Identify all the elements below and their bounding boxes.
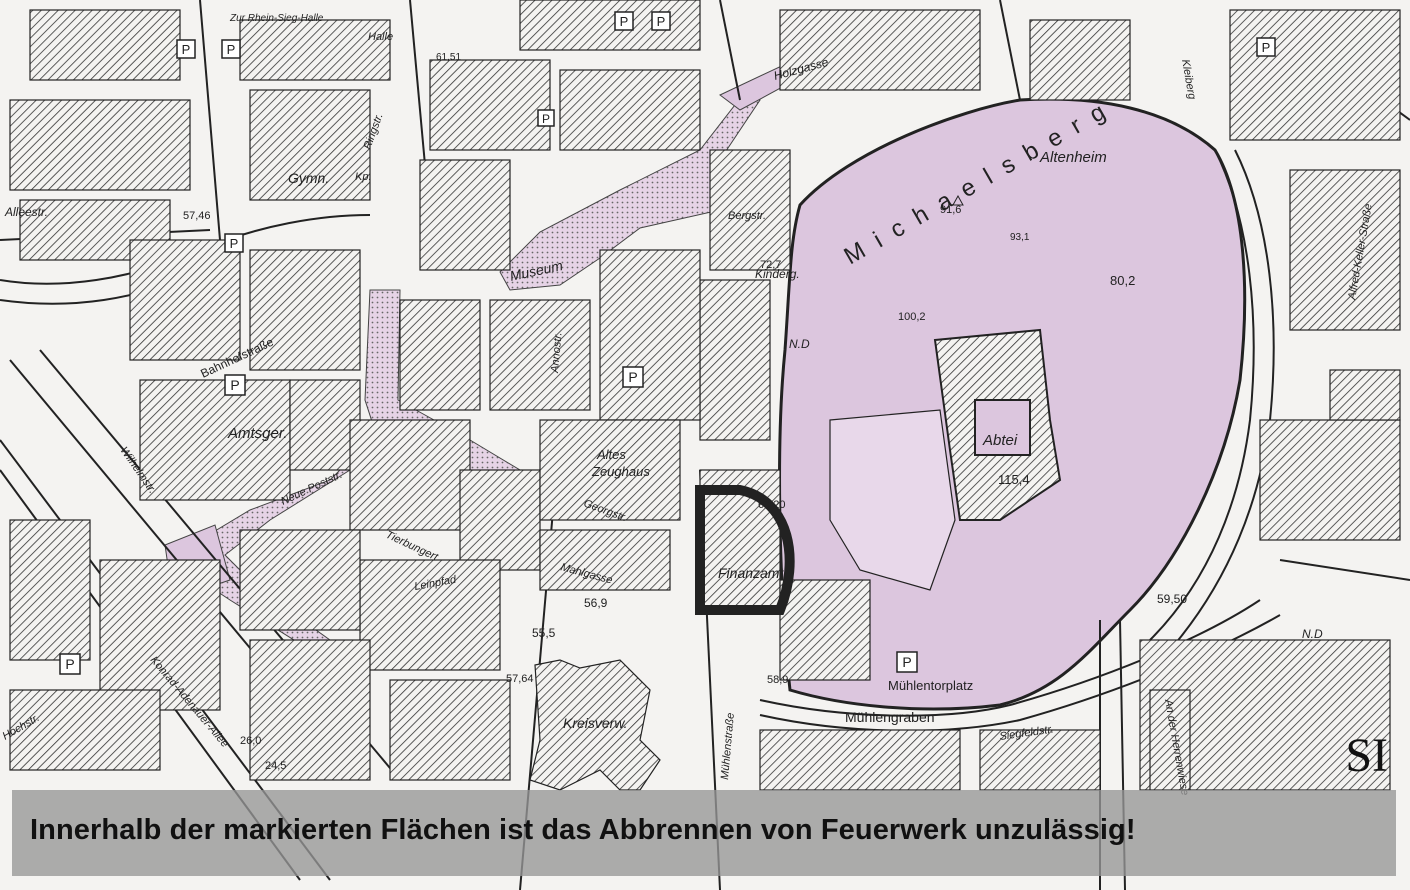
parking-symbols: P P P P P P P P P P P [59, 11, 1276, 675]
elevation-label: 61,51 [436, 52, 461, 63]
label-annostr: Annostr. [549, 332, 565, 374]
svg-text:P: P [182, 42, 191, 57]
notice-banner-text: Innerhalb der markierten Flächen ist das… [30, 814, 1136, 846]
label-gymn: Gymn. [288, 170, 329, 186]
elevation-label: 57,46 [183, 210, 211, 222]
label-alleestr: Alleestr. [4, 205, 48, 219]
parking-icon: P [651, 11, 671, 31]
svg-text:P: P [542, 112, 550, 126]
parking-icon: P [896, 651, 918, 673]
elevation-label: 55,5 [532, 626, 556, 640]
parking-icon: P [537, 109, 555, 127]
svg-text:P: P [230, 236, 239, 251]
label-abtei: Abtei [982, 432, 1018, 449]
elevation-label: 57,64 [506, 673, 534, 685]
label-rhein-sieg-halle: Zur Rhein-Sieg-Halle [229, 13, 324, 24]
parking-icon: P [224, 374, 246, 396]
map-sheet-label: SI [1345, 729, 1388, 782]
elevation-label: 24,5 [265, 760, 286, 772]
elevation-label: 58,9 [767, 674, 788, 686]
label-bergstr: Bergstr. [728, 210, 766, 222]
label-kreisverw: Kreisverw. [563, 715, 628, 731]
finanzamt-building [695, 485, 795, 615]
label-finanzamt: Finanzamt [718, 565, 784, 581]
label-kp: Kp. [355, 171, 372, 183]
label-muehlengraben: Mühlengraben [845, 709, 935, 725]
parking-icon: P [622, 366, 644, 388]
label-zeughaus: Zeughaus [591, 464, 650, 479]
elevation-label: 59,50 [1157, 592, 1187, 606]
label-kinderg: Kinderg. [755, 267, 800, 281]
parking-icon: P [224, 233, 244, 253]
svg-text:P: P [657, 14, 666, 29]
svg-text:P: P [902, 654, 911, 670]
notice-banner [12, 790, 1396, 876]
elevation-label: 91,6 [940, 204, 961, 216]
elevation-label: 80,2 [1110, 273, 1135, 288]
buildings [9, 0, 1401, 791]
svg-text:P: P [628, 369, 637, 385]
trig-point-icon [952, 194, 964, 206]
parking-icon: P [221, 39, 241, 59]
svg-text:P: P [65, 656, 74, 672]
label-altes: Altes [596, 447, 626, 462]
svg-text:P: P [620, 14, 629, 29]
svg-text:P: P [1262, 40, 1271, 55]
parking-icon: P [59, 653, 81, 675]
parking-icon: P [614, 11, 634, 31]
elevation-label: 26,0 [240, 735, 261, 747]
parking-icon: P [1256, 37, 1276, 57]
svg-text:P: P [230, 377, 239, 393]
elevation-label: 115,4 [998, 472, 1030, 487]
label-halle: Halle [368, 31, 393, 43]
elevation-points: 61,51 57,46 72,7 91,6 93,1 80,2 100,2 11… [183, 52, 1187, 772]
label-nd-2: N.D [1302, 627, 1323, 641]
abbey-complex [829, 328, 1062, 591]
elevation-label: 60,20 [758, 499, 786, 511]
label-muehlenstrasse: Mühlenstraße [719, 712, 737, 780]
parking-icon: P [176, 39, 196, 59]
elevation-label: 100,2 [898, 311, 926, 323]
elevation-label: 56,9 [584, 596, 608, 610]
elevation-label: 93,1 [1010, 232, 1030, 243]
label-muehlentorplatz: Mühlentorplatz [888, 678, 973, 693]
label-nd-1: N.D [789, 337, 810, 351]
svg-text:P: P [227, 42, 236, 57]
label-altenheim: Altenheim [1039, 149, 1107, 166]
elevation-label: 72,7 [760, 259, 781, 271]
label-amtsger: Amtsger. [227, 425, 287, 442]
